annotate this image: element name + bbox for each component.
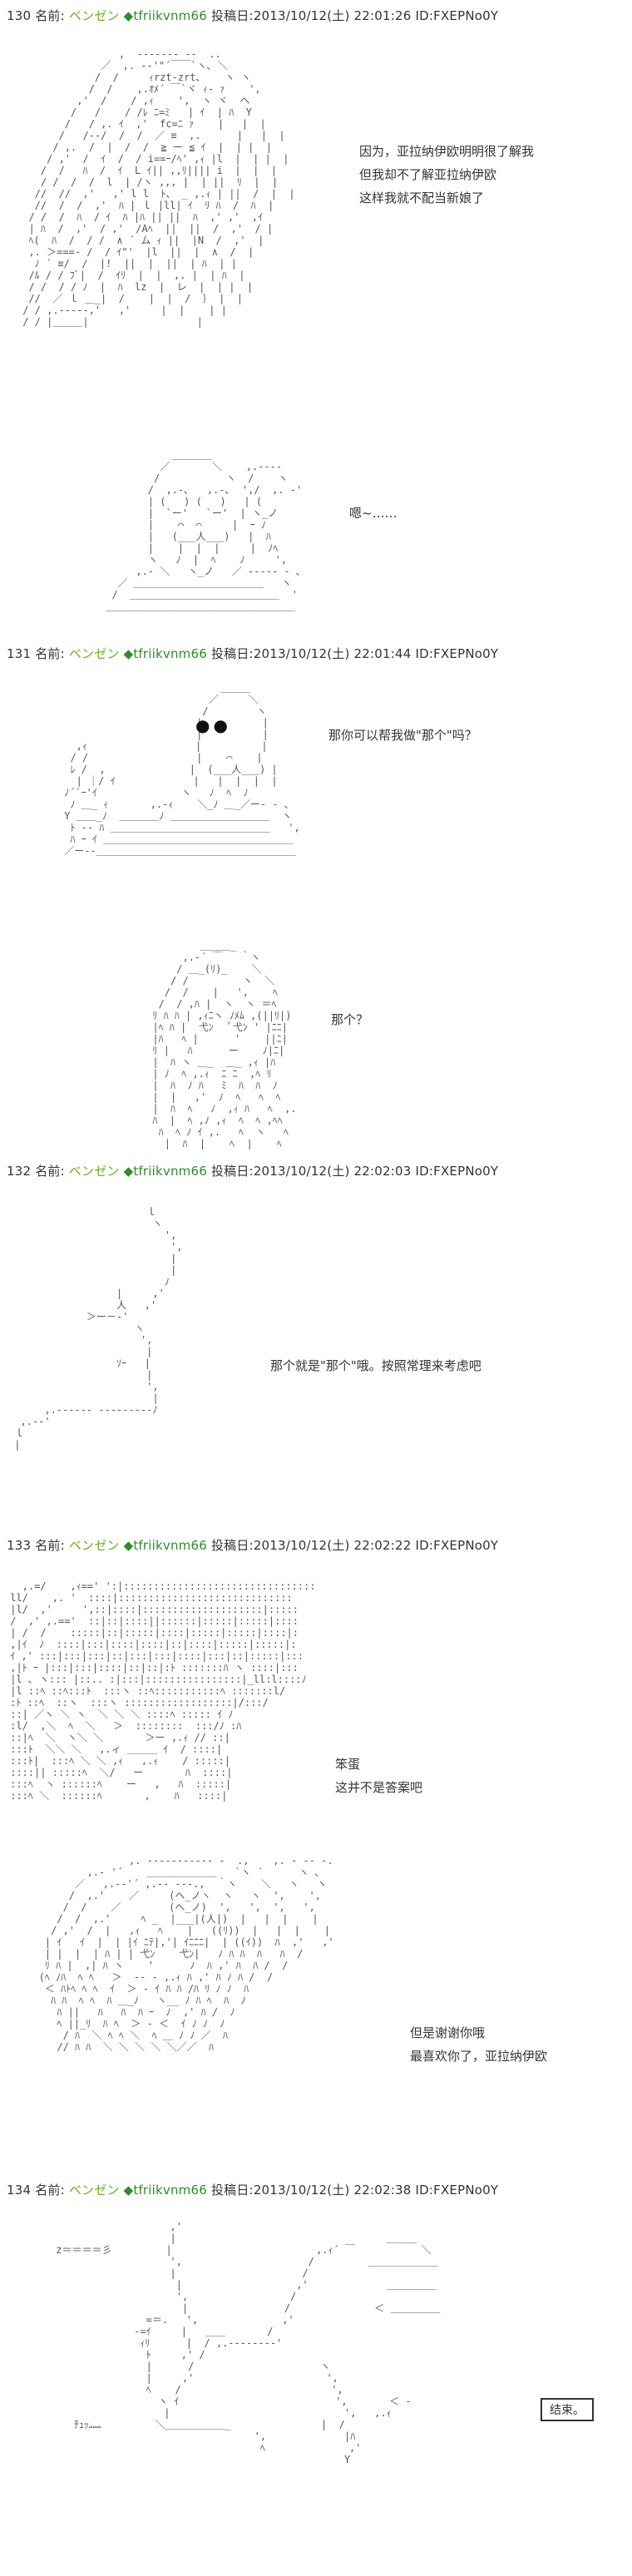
post-header-131: 131 名前: ベンゼン ◆tfriikvnm66 投稿日:2013/10/12… xyxy=(7,646,499,661)
poster-name[interactable]: ベンゼン xyxy=(68,8,120,23)
ascii-art-girl-long-hair: , -‐‐‐‐‐‐ ‐- .. ／ ,. -‐'"´￣￣`ヽ､ ＼ / / ｨr… xyxy=(22,48,295,328)
ascii-art-girl-closeup: ,.=/ ,ｨ==' ':|::::::::::::::::::::::::::… xyxy=(10,1580,316,1802)
post-header-133: 133 名前: ベンゼン ◆tfriikvnm66 投稿日:2013/10/12… xyxy=(7,1538,499,1553)
speech-130: 因为，亚拉纳伊欧明明很了解我 但我却不了解亚拉纳伊欧 这样我就不配当新娘了 xyxy=(359,144,535,205)
end-button[interactable]: 结束。 xyxy=(541,2398,594,2421)
poster-name[interactable]: ベンゼン xyxy=(68,646,120,661)
poster-trip: ◆tfriikvnm66 xyxy=(123,646,207,661)
speech-131b: 那个？ xyxy=(331,1012,369,1027)
post-header-132: 132 名前: ベンゼン ◆tfriikvnm66 投稿日:2013/10/12… xyxy=(7,1164,499,1179)
ascii-art-yaranaio-silhouette: ｌ ヽ ', ', | | ﾉ | ,' xyxy=(14,1206,183,1451)
poster-id: ID:FXEPNo0Y xyxy=(415,2183,499,2198)
poster-trip: ◆tfriikvnm66 xyxy=(123,8,207,23)
poster-name[interactable]: ベンゼン xyxy=(68,2183,120,2198)
poster-id: ID:FXEPNo0Y xyxy=(415,1538,499,1553)
poster-id: ID:FXEPNo0Y xyxy=(415,646,499,661)
ascii-art-girl-curious: ＿＿＿_ ,.-´ ￣ ｀ヽ / ＿_(ﾘ)_ ＼ / / ヽ ＼ / / | … xyxy=(152,940,297,1150)
ascii-art-yaranaio-pointing: ＿＿＿ ／ ＼ / ヽ | | | | ,ｨ | | / / xyxy=(64,682,300,857)
poster-id: ID:FXEPNo0Y xyxy=(415,1164,499,1179)
poster-name[interactable]: ベンゼン xyxy=(68,1538,120,1553)
poster-id: ID:FXEPNo0Y xyxy=(415,8,499,23)
poster-trip: ◆tfriikvnm66 xyxy=(123,2183,207,2198)
ascii-art-kiss-scene: ,' | ＿＿＿ z＝＝＝＝彡 | ,.ｨ´ ￣ ＼ ', / ＿＿＿＿＿＿＿ xyxy=(56,2221,441,2465)
ascii-art-yaranaio-sitting: ＿＿＿＿ ／ ＼ ,.-‐‐- / ヽ / ヽ / ,.-､ ,.-､ ',/ … xyxy=(106,449,303,612)
poster-trip: ◆tfriikvnm66 xyxy=(123,1538,207,1553)
speech-133b: 但是谢谢你哦 最喜欢你了，亚拉纳伊欧 xyxy=(410,2025,548,2064)
post-header-130: 130 名前: ベンゼン ◆tfriikvnm66 投稿日:2013/10/12… xyxy=(7,8,499,23)
post-header-134: 134 名前: ベンゼン ◆tfriikvnm66 投稿日:2013/10/12… xyxy=(7,2183,499,2198)
speech-131: 那你可以帮我做"那个"吗？ xyxy=(328,728,477,743)
speech-130b: 嗯~…… xyxy=(349,506,397,521)
poster-name[interactable]: ベンゼン xyxy=(68,1164,120,1179)
ascii-art-girl-smiling: ,. -‐‐‐‐‐‐‐‐‐‐ - ., ,. - ‐‐ -. ,.- '´ ＿＿… xyxy=(38,1855,334,2053)
speech-132: 那个就是"那个"哦。按照常理来考虑吧 xyxy=(270,1358,481,1373)
poster-trip: ◆tfriikvnm66 xyxy=(123,1164,207,1179)
speech-133: 笨蛋 这并不是答案吧 xyxy=(335,1757,423,1795)
yaranaio-eyes: ●● xyxy=(195,715,231,735)
